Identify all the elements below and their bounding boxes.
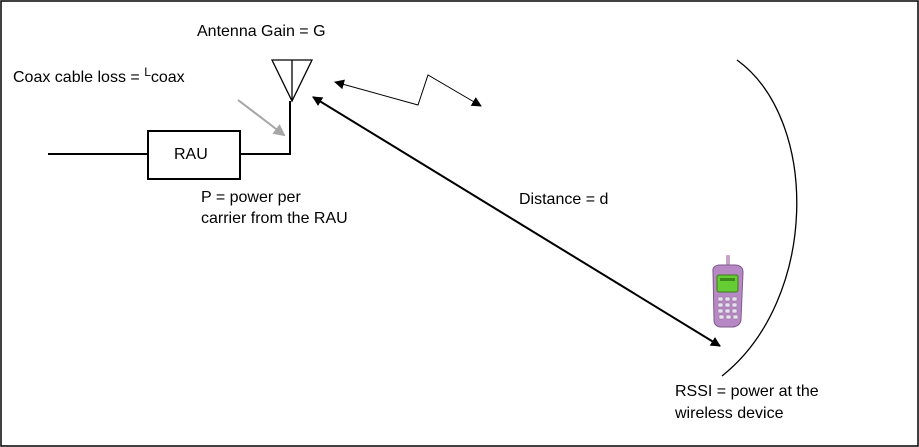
distance-label: Distance = d [519,191,609,208]
cell-phone-icon [712,255,744,328]
coax-cable-loss-text: Coax cable loss = [13,69,145,86]
distance-arrow [312,96,721,347]
rssi-label-line1: RSSI = power at the [675,383,819,400]
power-label-line2: carrier from the RAU [201,210,348,227]
coax-cable-loss-label: Coax cable loss = Lcoax [13,65,185,88]
antenna-icon [270,59,314,103]
power-label-line1: P = power per [201,189,301,206]
rau-box [147,130,241,180]
coax-loss-symbol-superscript: L [144,65,151,79]
coax-loss-pointer-arrow [237,99,286,137]
wireless-signal-icon [334,74,482,107]
antenna-gain-label: Antenna Gain = G [197,23,326,40]
rssi-label-line2: wireless device [675,405,784,422]
coax-cable [240,101,291,155]
coverage-arc [721,59,798,377]
rau-label: RAU [174,146,208,163]
coax-loss-symbol: coax [150,69,185,86]
